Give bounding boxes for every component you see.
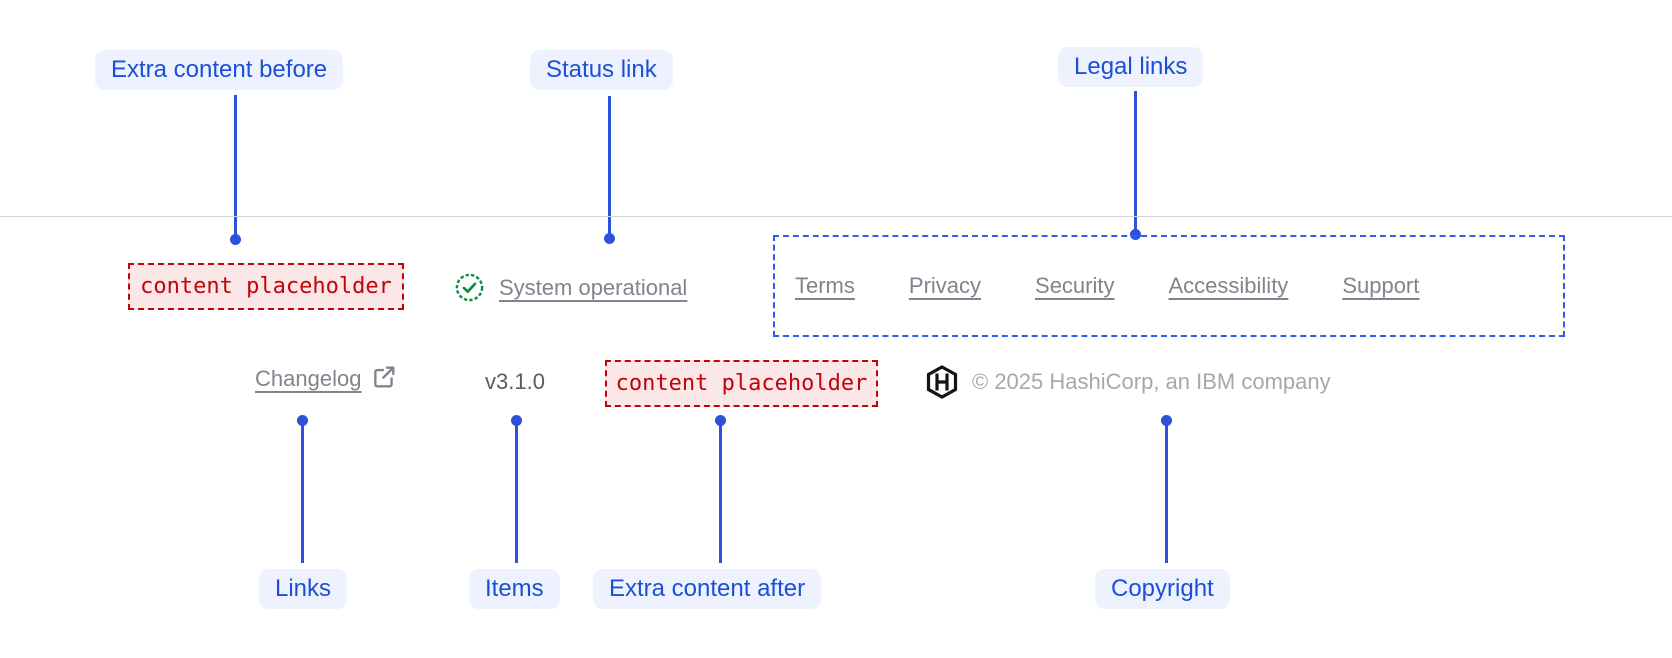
annotation-extra-content-after: Extra content after <box>593 569 822 609</box>
copyright-text: © 2025 HashiCorp, an IBM company <box>972 369 1331 394</box>
annotation-status-link: Status link <box>530 50 673 90</box>
version-text: v3.1.0 <box>485 369 545 394</box>
annotation-links: Links <box>259 569 348 609</box>
connector-items <box>511 415 522 563</box>
changelog-link-label[interactable]: Changelog <box>255 366 362 391</box>
footer-top-divider <box>0 216 1672 217</box>
legal-link-support[interactable]: Support <box>1342 273 1420 298</box>
connector-dot <box>511 415 522 426</box>
extra-content-after-placeholder: content placeholder <box>605 360 878 407</box>
connector-dot <box>1161 415 1172 426</box>
connector-extra-content-before <box>230 95 241 245</box>
connector-extra-content-after <box>715 415 726 563</box>
status-link[interactable]: System operational <box>454 272 687 303</box>
legal-link-terms[interactable]: Terms <box>795 273 855 298</box>
annotation-copyright: Copyright <box>1095 569 1230 609</box>
annotation-items: Items <box>469 569 560 609</box>
connector-dot <box>230 234 241 245</box>
connector-dot <box>297 415 308 426</box>
legal-link-privacy[interactable]: Privacy <box>908 273 982 298</box>
legal-link-accessibility[interactable]: Accessibility <box>1168 273 1289 298</box>
legal-link-security[interactable]: Security <box>1035 273 1115 298</box>
check-circle-icon <box>455 273 484 302</box>
extra-content-before-placeholder: content placeholder <box>128 263 404 310</box>
annotation-extra-content-before: Extra content before <box>95 50 344 90</box>
status-link-label[interactable]: System operational <box>499 274 688 300</box>
connector-dot <box>1130 229 1141 240</box>
changelog-link[interactable]: Changelog <box>255 366 397 392</box>
connector-links <box>297 415 308 563</box>
connector-copyright <box>1161 415 1172 563</box>
legal-links-group: Terms Privacy Security Accessibility Sup… <box>773 235 1565 337</box>
connector-status-link <box>604 96 615 244</box>
hashicorp-logo-icon <box>926 365 958 399</box>
connector-legal-links <box>1130 91 1141 240</box>
connector-dot <box>604 233 615 244</box>
annotation-legal-links: Legal links <box>1058 47 1204 87</box>
connector-dot <box>715 415 726 426</box>
external-link-icon <box>374 366 395 388</box>
